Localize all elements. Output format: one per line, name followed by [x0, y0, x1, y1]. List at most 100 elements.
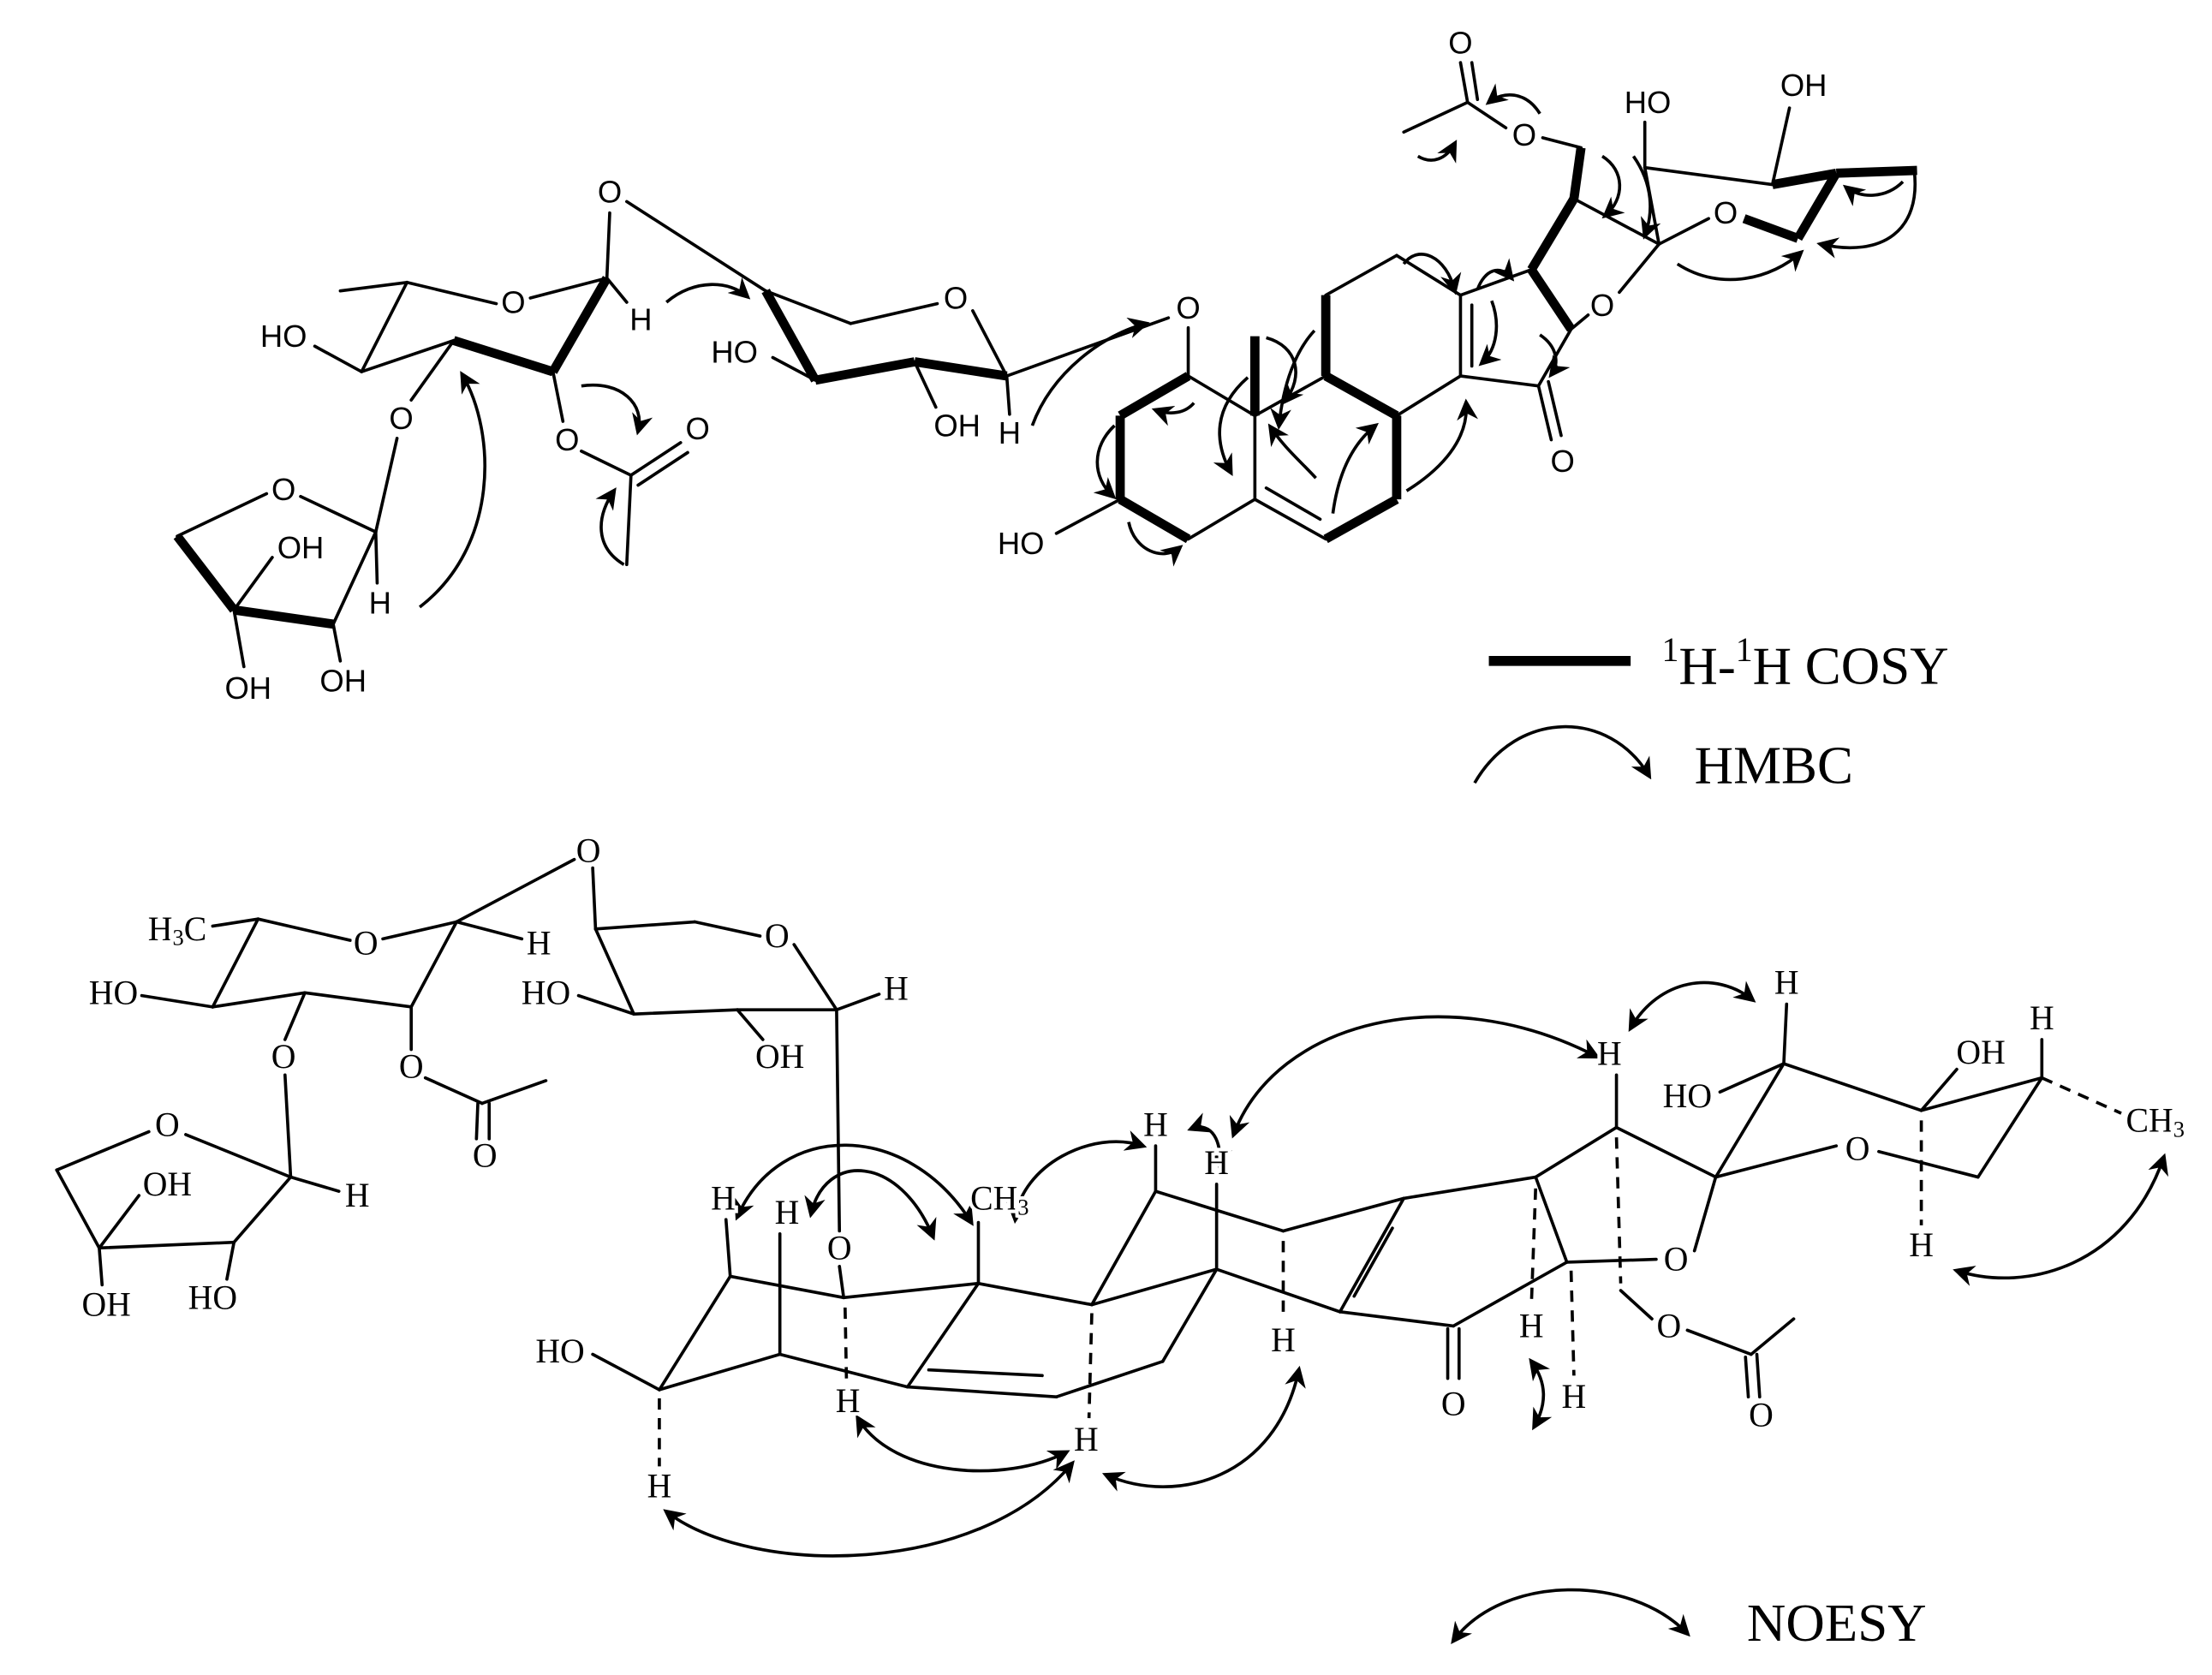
atom-label: O — [1512, 117, 1536, 152]
single-bond — [303, 991, 413, 1009]
methyl-label-subscript: 3 — [2173, 1116, 2185, 1142]
single-bond — [842, 1281, 981, 1300]
single-bond — [331, 530, 378, 626]
cosy-bold-bond — [761, 289, 820, 383]
single-bond — [338, 280, 409, 293]
single-bond — [913, 360, 938, 409]
hmbc-correlation-arrow — [665, 277, 751, 304]
atom-label: HO — [89, 974, 138, 1011]
atom-label: H — [999, 415, 1021, 450]
hmbc-correlation-arrow — [1476, 258, 1515, 290]
hmbc-correlation-arrow — [1405, 398, 1478, 492]
cosy-bold-bond — [549, 276, 611, 374]
cosy-bold-bond — [1323, 372, 1399, 420]
atom-label: OH — [755, 1038, 804, 1076]
atom-label: OH — [81, 1286, 130, 1324]
atom-label: H — [369, 585, 391, 620]
cosy-bold-bond — [1527, 196, 1578, 272]
cosy-text-2: H COSY — [1753, 635, 1949, 695]
single-bond — [905, 1385, 1058, 1399]
single-bond — [1090, 1267, 1219, 1307]
atom-label: O — [1176, 290, 1200, 325]
atom-label: HO — [188, 1279, 237, 1316]
atom-label: H — [1271, 1321, 1296, 1359]
atom-label: O — [1441, 1385, 1466, 1422]
atom-label: O — [1714, 195, 1738, 230]
hmbc-correlation-arrow — [1816, 170, 1917, 259]
single-bond — [736, 1008, 765, 1041]
hmbc-correlation-arrow — [1539, 333, 1571, 379]
hmbc-correlation-arrow — [1416, 140, 1458, 164]
cosy-bold-bond — [452, 336, 555, 377]
single-bond — [289, 1175, 341, 1193]
single-bond — [849, 301, 939, 325]
single-bond — [792, 943, 838, 1011]
methyl-label-text: H — [148, 910, 173, 948]
single-bond — [313, 344, 364, 373]
atom-label: O — [1590, 288, 1614, 323]
cosy-bold-bond — [914, 357, 1008, 381]
atom-label: OH — [224, 671, 271, 706]
single-bond — [764, 289, 853, 325]
single-bond — [625, 200, 767, 293]
hmbc-correlation-arrow — [1151, 402, 1195, 426]
atom-label: O — [1550, 444, 1574, 479]
cosy-bold-bond — [814, 357, 915, 385]
hashed-stereo-bond — [1569, 1270, 1576, 1376]
hmbc-legend-label: HMBC — [1695, 735, 1853, 795]
hashed-stereo-bond — [1087, 1313, 1094, 1419]
hmbc-correlation-arrow — [1270, 329, 1316, 430]
single-bond — [1750, 1317, 1796, 1356]
noesy-correlation-arrow — [1529, 1357, 1553, 1431]
single-bond — [140, 993, 215, 1009]
single-bond — [360, 338, 456, 373]
single-bond — [1186, 374, 1257, 418]
single-bond — [724, 1218, 732, 1279]
atom-label: OH — [277, 530, 325, 565]
atom-label: HO — [522, 974, 570, 1011]
bottom-bonds — [55, 857, 2122, 1467]
hmbc-arrows — [418, 83, 1917, 609]
single-bond — [1214, 1267, 1342, 1314]
noesy-correlation-arrow — [663, 1460, 1075, 1558]
atom-label: H — [1597, 1035, 1622, 1073]
single-bond — [1685, 1328, 1753, 1356]
hmbc-correlation-arrow — [1478, 300, 1502, 367]
single-bond — [1352, 1226, 1394, 1298]
cosy-bold-bond — [1836, 165, 1917, 178]
atom-label: HO — [1663, 1077, 1712, 1115]
noesy-correlation-arrow — [1628, 981, 1756, 1033]
single-bond — [1744, 1356, 1750, 1399]
single-bond — [1402, 1175, 1538, 1201]
atom-label: O — [944, 280, 968, 315]
hmbc-correlation-arrow — [1485, 83, 1541, 115]
single-bond — [625, 474, 633, 567]
cosy-bold-bond — [1118, 495, 1191, 544]
atom-label: HO — [711, 334, 758, 369]
single-bond — [835, 992, 881, 1011]
cosy-bold-bond — [1793, 170, 1840, 241]
single-bond — [455, 920, 524, 941]
methyl-label: CH3 — [970, 1179, 1028, 1219]
atom-label: H — [711, 1179, 736, 1217]
cosy-legend-label: 1H-1H COSY — [1662, 631, 1949, 695]
atom-label: H — [775, 1194, 800, 1231]
single-bond — [373, 437, 399, 534]
single-bond — [55, 1130, 151, 1172]
single-bond — [778, 1352, 909, 1389]
single-bond — [1657, 217, 1711, 246]
atom-label: H — [836, 1382, 861, 1420]
single-bond — [232, 1175, 293, 1244]
single-bond — [480, 1079, 548, 1106]
single-bond — [409, 338, 456, 402]
single-bond — [1643, 165, 1774, 187]
hmbc-correlation-arrow — [418, 371, 486, 609]
single-bond — [593, 927, 635, 1016]
atom-label: O — [354, 924, 379, 962]
single-bond — [360, 280, 409, 373]
atom-label: H — [2030, 999, 2054, 1037]
single-bond — [1755, 1352, 1762, 1399]
